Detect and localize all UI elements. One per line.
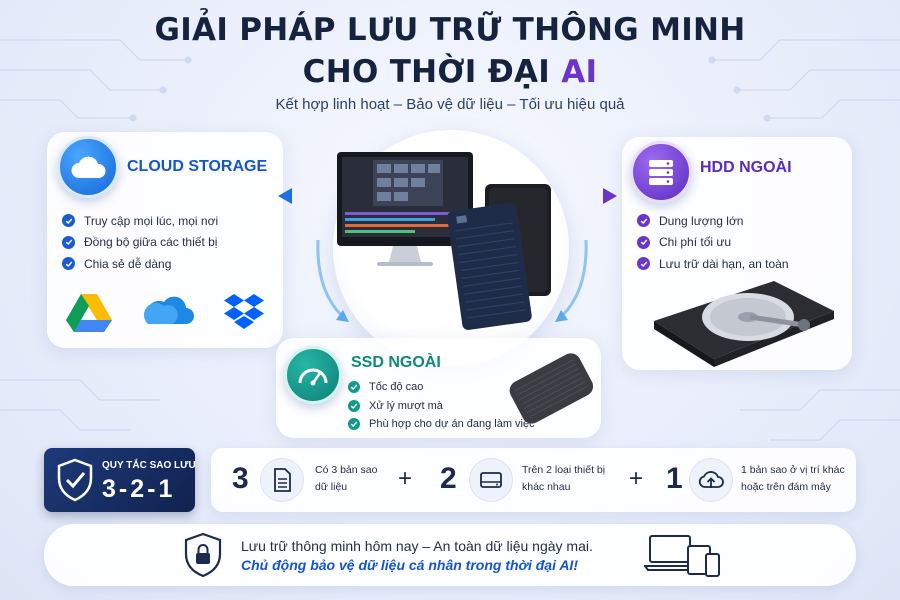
check-icon (637, 214, 650, 228)
cloud-feature-list: Truy cập mọi lúc, mọi nơi Đồng bộ giữa c… (62, 210, 218, 275)
check-icon (637, 235, 650, 249)
hdd-feature-list: Dung lượng lớn Chi phí tối ưu Lưu trữ dà… (637, 210, 789, 275)
footer-tagline: Lưu trữ thông minh hôm nay – An toàn dữ … (241, 538, 593, 554)
speedometer-icon (284, 346, 342, 404)
center-devices-circle (333, 130, 569, 366)
portable-ssd-icon (509, 353, 594, 424)
plus-sign: + (398, 465, 413, 492)
feature-text: Dung lượng lớn (659, 213, 744, 228)
feature-text: Chia sẻ dễ dàng (84, 256, 172, 271)
backup-rule-value: 3-2-1 (102, 475, 176, 503)
footer-callout: Chủ động bảo vệ dữ liệu cá nhân trong th… (241, 557, 578, 573)
rule-number-3: 3 (232, 462, 249, 495)
feature-text: Tốc độ cao (369, 381, 424, 394)
rule-text-line: hoặc trên đám mây (741, 481, 831, 493)
drive-icon (469, 458, 513, 502)
list-item: Tốc độ cao (348, 378, 535, 397)
feature-text: Truy cập mọi lúc, mọi nơi (84, 213, 219, 228)
footer-banner: Lưu trữ thông minh hôm nay – An toàn dữ … (44, 524, 856, 586)
check-icon (62, 257, 75, 271)
ssd-title: SSD NGOÀI (351, 354, 441, 371)
rule-text-line: dữ liệu (315, 481, 348, 493)
onedrive-icon (143, 296, 194, 324)
list-item: Phù hợp cho dự án đang làm việc (348, 415, 535, 434)
devices-icon (644, 535, 720, 577)
list-item: Xử lý mượt mà (348, 397, 535, 416)
list-item: Chi phí tối ưu (637, 232, 789, 254)
plus-sign: + (629, 465, 644, 492)
rule-number-2: 2 (440, 462, 457, 495)
list-item: Chia sẻ dễ dàng (62, 253, 218, 275)
check-icon (348, 418, 360, 431)
cloud-storage-card: CLOUD STORAGE Truy cập mọi lúc, mọi nơi … (47, 132, 283, 348)
feature-text: Chi phí tối ưu (659, 235, 732, 250)
shield-lock-icon (184, 532, 222, 578)
check-icon (62, 214, 75, 228)
arrow-curve-right-icon (560, 239, 588, 318)
cloud-app-icons (65, 292, 265, 334)
ssd-feature-list: Tốc độ cao Xử lý mượt mà Phù hợp cho dự … (348, 378, 535, 434)
google-drive-icon (66, 294, 112, 332)
list-item: Truy cập mọi lúc, mọi nơi (62, 210, 218, 232)
document-icon (260, 458, 304, 502)
rule-text-line: Trên 2 loại thiết bị (522, 464, 606, 476)
backup-rule-badge: QUY TẮC SAO LƯU 3-2-1 (44, 448, 196, 512)
feature-text: Lưu trữ dài hạn, an toàn (659, 256, 789, 271)
rule-text-line: khác nhau (522, 481, 571, 493)
devices-illustration (337, 152, 551, 330)
cloud-upload-icon (689, 458, 733, 502)
feature-text: Xử lý mượt mà (369, 399, 443, 412)
ssd-card: SSD NGOÀI Tốc độ cao Xử lý mượt mà Phù h… (276, 338, 601, 438)
rule-text-line: Có 3 bản sao (315, 464, 378, 476)
feature-text: Phù hợp cho dự án đang làm việc (369, 418, 535, 431)
rule-text-line: 1 bản sao ở vị trí khác (741, 464, 845, 476)
rule-text-1: 1 bản sao ở vị trí khác hoặc trên đám mây (741, 462, 845, 496)
cloud-storage-title: CLOUD STORAGE (127, 158, 268, 175)
check-icon (348, 381, 360, 394)
cloud-icon (57, 136, 119, 198)
hdd-title: HDD NGOÀI (700, 159, 792, 176)
shield-check-icon (57, 458, 93, 502)
rule-text-2: Trên 2 loại thiết bị khác nhau (522, 462, 605, 496)
page-subtitle: Kết hợp linh hoạt – Bảo vệ dữ liệu – Tối… (275, 96, 625, 113)
internal-hdd-icon (654, 281, 834, 367)
list-item: Đồng bộ giữa các thiết bị (62, 232, 218, 254)
backup-rule-panel: 3 Có 3 bản sao dữ liệu + 2 Trên 2 loại th… (211, 448, 856, 512)
dropbox-icon (224, 294, 264, 329)
feature-text: Đồng bộ giữa các thiết bị (84, 235, 218, 250)
list-item: Dung lượng lớn (637, 210, 789, 232)
title-prefix: CHO THỜI ĐẠI (302, 54, 562, 90)
arrow-curve-left-icon (316, 239, 344, 318)
check-icon (637, 257, 650, 271)
check-icon (62, 235, 75, 249)
hdd-card: HDD NGOÀI Dung lượng lớn Chi phí tối ưu … (622, 137, 852, 370)
backup-rule-label: QUY TẮC SAO LƯU (102, 460, 196, 471)
title-highlight-ai: AI (561, 54, 598, 90)
blue-drive-icon (447, 202, 532, 330)
rule-text-3: Có 3 bản sao dữ liệu (315, 462, 377, 496)
list-item: Lưu trữ dài hạn, an toàn (637, 253, 789, 275)
page-title-line1: GIẢI PHÁP LƯU TRỮ THÔNG MINH (154, 12, 746, 48)
rule-number-1: 1 (666, 462, 683, 495)
page-title-line2: CHO THỜI ĐẠI AI (0, 54, 900, 90)
server-icon (630, 141, 692, 203)
check-icon (348, 399, 360, 412)
